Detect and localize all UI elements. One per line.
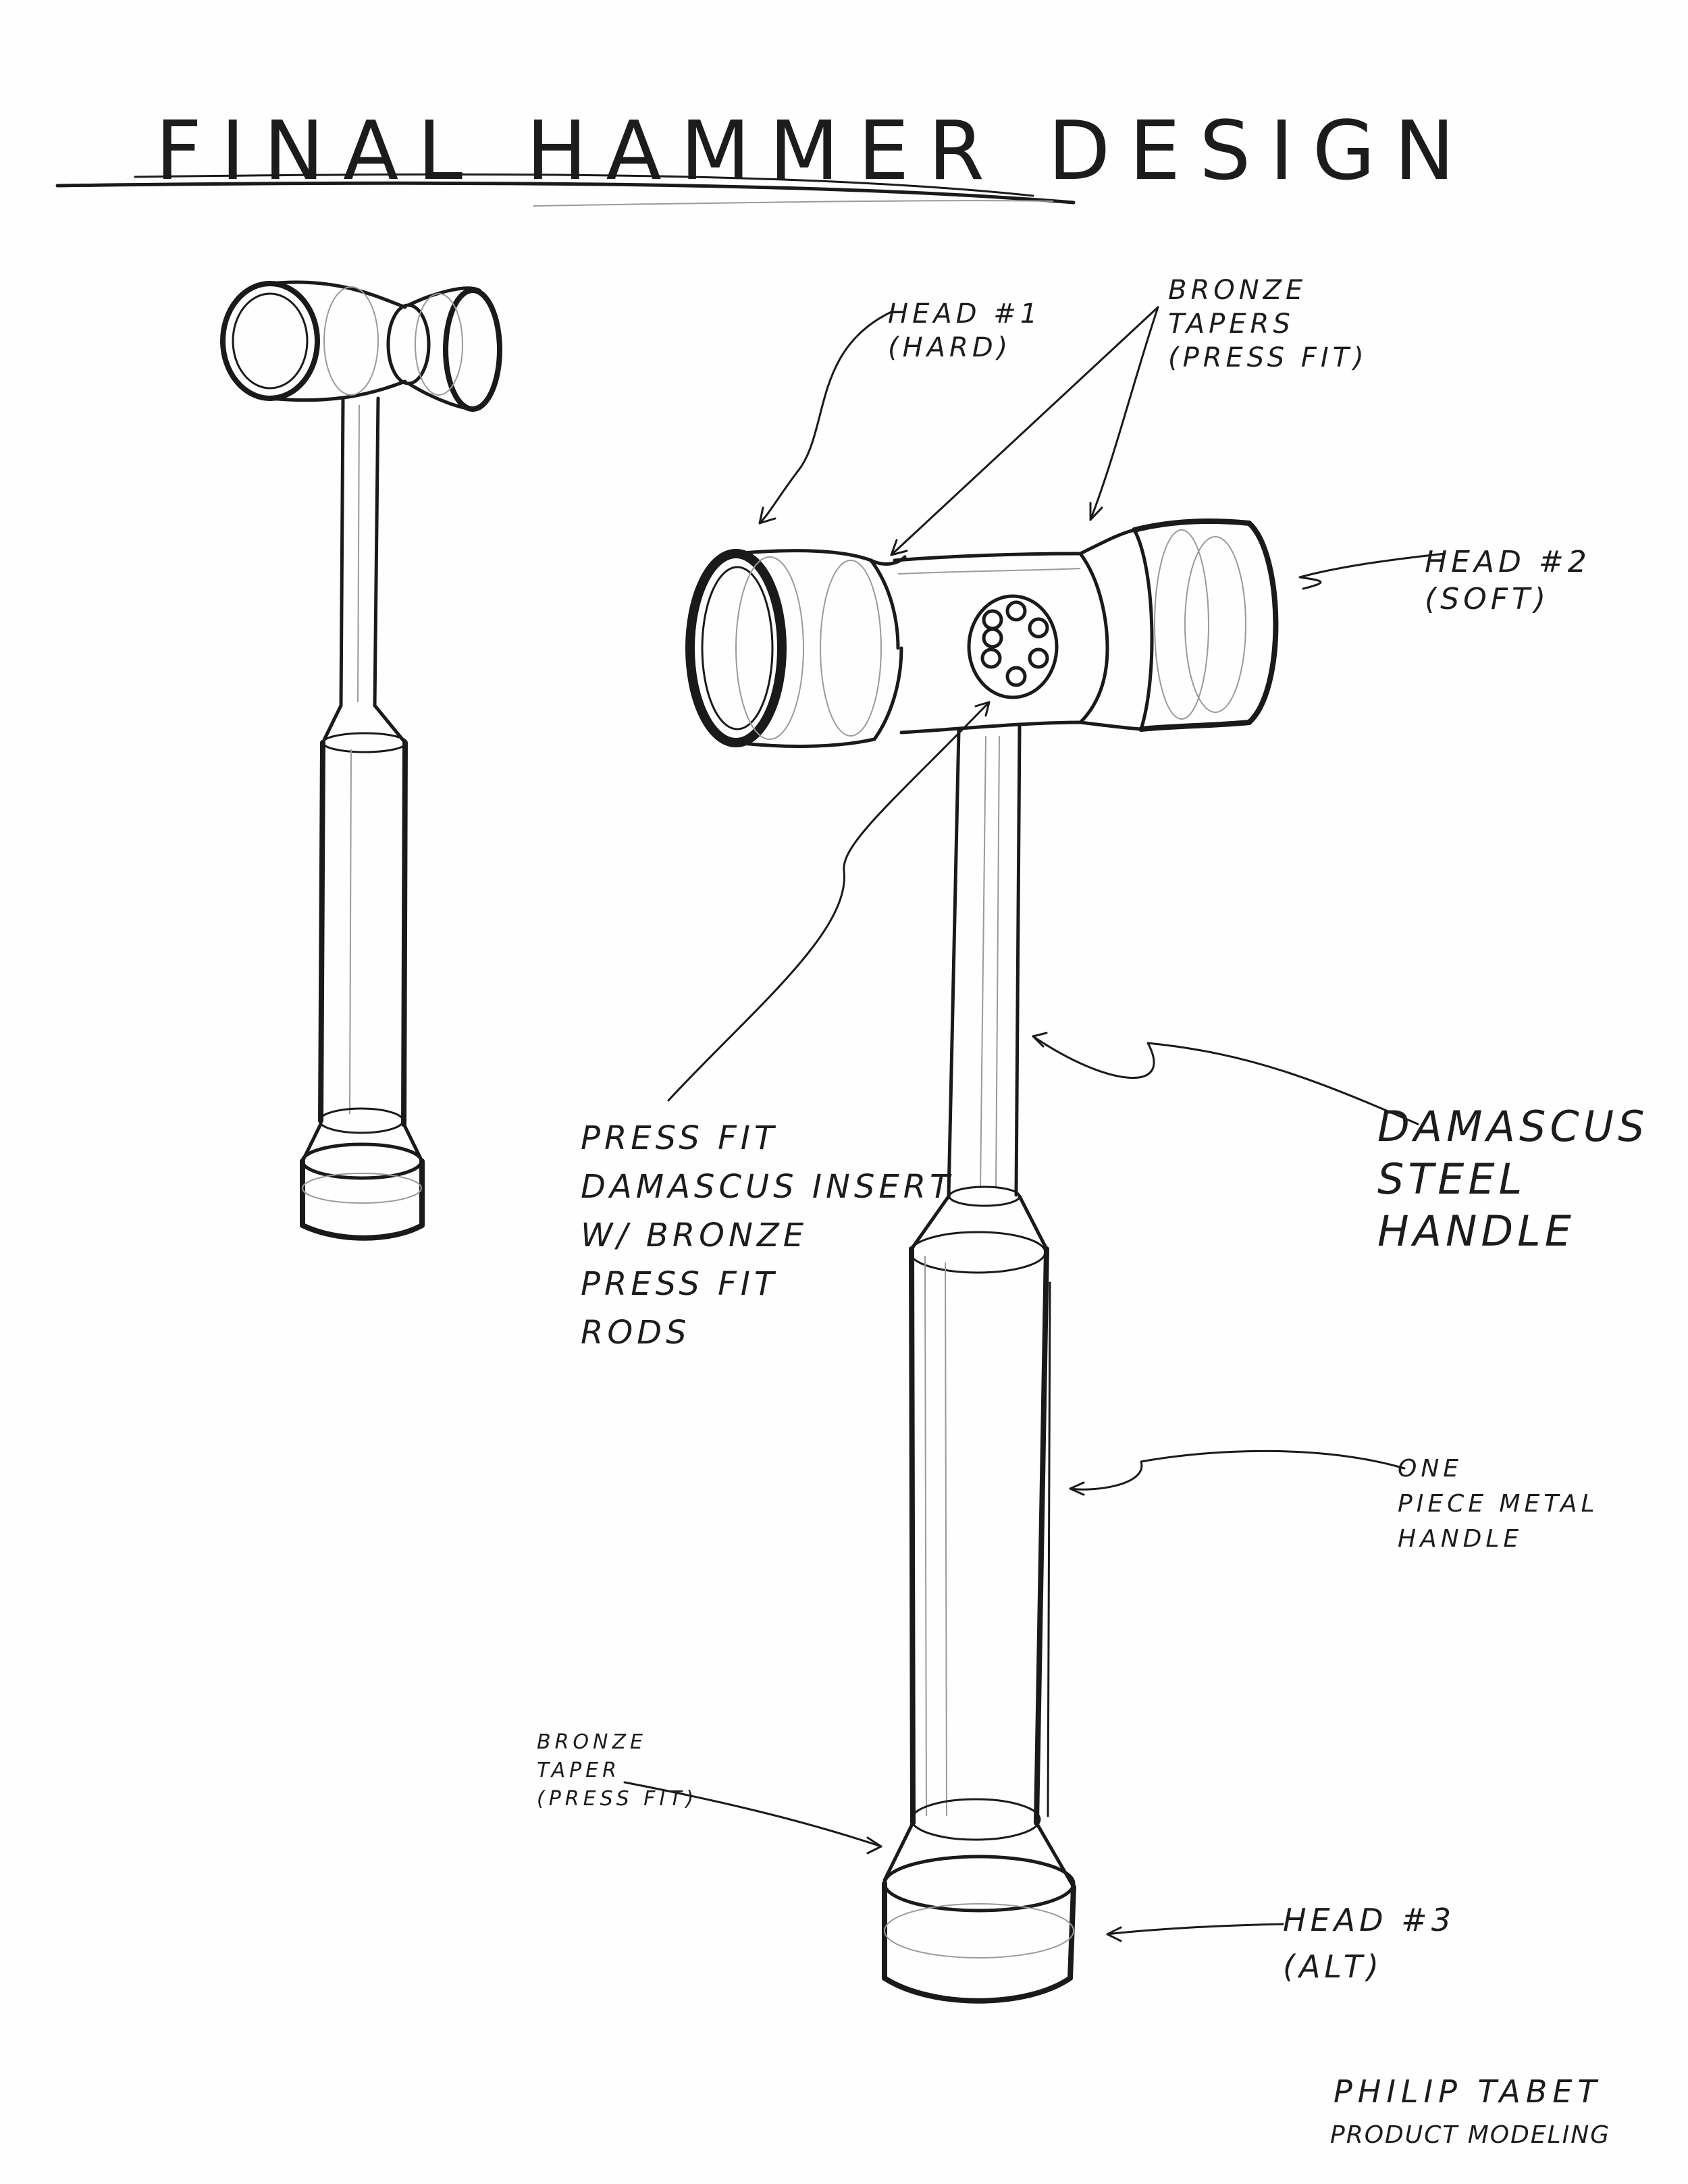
annotation-bronze-tapers: BRONZE TAPERS (PRESS FIT): [1168, 275, 1368, 373]
annotation-head-3: HEAD #3 (ALT): [1283, 1902, 1455, 1985]
small-hammer-shaft: [321, 396, 408, 753]
main-hammer-head-2: [1132, 518, 1279, 732]
small-hammer-handle: [300, 740, 425, 1241]
annotation-one-piece-handle: ONE PIECE METAL HANDLE: [1398, 1455, 1599, 1553]
main-hammer-shaft: [909, 724, 1049, 1251]
main-hammer-head-3: [882, 1821, 1076, 2004]
annotation-bronze-taper: BRONZE TAPER (PRESS FIT): [537, 1730, 698, 1811]
main-hammer: [685, 518, 1279, 2004]
main-hammer-head-1: [685, 549, 882, 748]
signature-name: PHILIP TABET: [1334, 2073, 1602, 2110]
main-hammer-handle: [909, 1231, 1051, 1841]
annotation-press-fit-insert: PRESS FIT DAMASCUS INSERT W/ BRONZE PRES…: [581, 1119, 954, 1352]
signature-course: PRODUCT MODELING: [1330, 2121, 1611, 2149]
annotation-damascus-handle: DAMASCUS STEEL HANDLE: [1377, 1102, 1649, 1256]
small-hammer-head: [220, 280, 502, 412]
small-hammer: [220, 280, 502, 1241]
title-underline: [55, 173, 1076, 207]
annotation-head-2: HEAD #2 (SOFT): [1425, 545, 1591, 616]
annotation-head-1: HEAD #1 (HARD): [888, 298, 1042, 363]
leader-lines: [623, 306, 1446, 1942]
main-hammer-bronze-taper-1: [869, 555, 907, 741]
main-hammer-center-body: [893, 552, 1082, 735]
page-title: FINAL HAMMER DESIGN: [155, 105, 1474, 198]
damascus-insert: [967, 594, 1059, 699]
main-hammer-bronze-taper-2: [1078, 528, 1143, 731]
